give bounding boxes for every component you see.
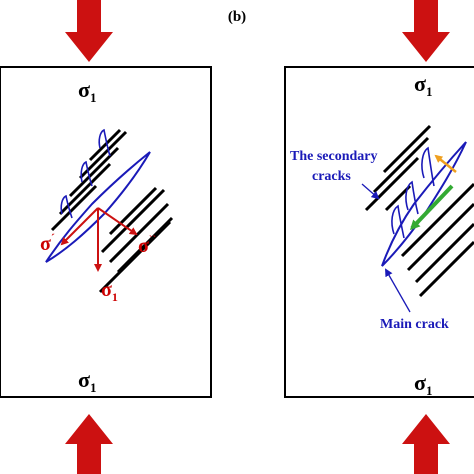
left-specimen-box	[0, 66, 212, 398]
right-top-load-arrow	[402, 0, 450, 62]
stress-arrow-sigma-dprime	[97, 207, 138, 236]
right-specimen-box	[284, 66, 474, 398]
left-joint-line	[108, 202, 170, 264]
left-joint-line	[100, 188, 166, 254]
green-slip-arrow	[409, 184, 454, 231]
stress-arrow-sigma-prime	[60, 207, 99, 246]
left-joint-line	[108, 186, 158, 236]
left-wing-crack	[98, 128, 111, 157]
red-sigma-prime-label: σ´	[40, 231, 55, 255]
left-joint-line	[50, 184, 98, 232]
right-joint-line	[414, 222, 474, 284]
right-joint-line	[400, 182, 474, 258]
orange-opening-arrow	[434, 154, 457, 173]
right-wing-cracks	[391, 146, 435, 239]
right-joint-line	[406, 202, 474, 272]
red-sigma-dprime-label: σ``	[138, 234, 156, 257]
right-joint-line	[418, 240, 474, 298]
right-top-sigma: σ1	[414, 71, 432, 99]
panel-label-b: (b)	[228, 9, 246, 25]
right-wing-crack	[421, 146, 435, 187]
left-top-load-arrow	[65, 0, 113, 62]
main-crack-label: Main crack	[380, 317, 449, 332]
right-joint-line	[364, 156, 420, 212]
right-joint-line	[382, 124, 432, 174]
left-top-sigma: σ1	[78, 77, 96, 105]
right-joint-lines	[364, 124, 474, 298]
secondary-cracks-label-line1: The secondary	[290, 149, 378, 164]
right-bottom-load-arrow	[402, 414, 450, 474]
right-main-crack	[381, 141, 467, 267]
left-panel: σ1 σ1 σ´	[0, 0, 212, 474]
left-wing-crack	[60, 194, 73, 219]
left-main-crack	[45, 151, 151, 263]
right-bottom-sigma: σ1	[414, 370, 432, 398]
left-joint-line	[98, 220, 172, 294]
left-joint-line	[88, 128, 122, 162]
main-crack-pointer	[385, 268, 411, 313]
left-bottom-load-arrow	[65, 414, 113, 474]
left-wing-cracks	[60, 128, 111, 219]
right-joint-line	[384, 184, 412, 212]
left-wing-crack	[80, 160, 93, 187]
left-stress-arrows	[60, 207, 138, 272]
right-joint-line	[372, 136, 430, 194]
secondary-cracks-pointer	[361, 183, 380, 200]
left-bottom-sigma: σ1	[78, 367, 96, 395]
right-wing-crack	[405, 180, 419, 215]
red-sigma1-label: σ1	[101, 279, 118, 304]
right-wing-crack	[391, 204, 405, 239]
secondary-cracks-label-line2: cracks	[312, 169, 351, 184]
right-panel: σ1 σ1 The secondary cracks Main	[284, 0, 474, 474]
